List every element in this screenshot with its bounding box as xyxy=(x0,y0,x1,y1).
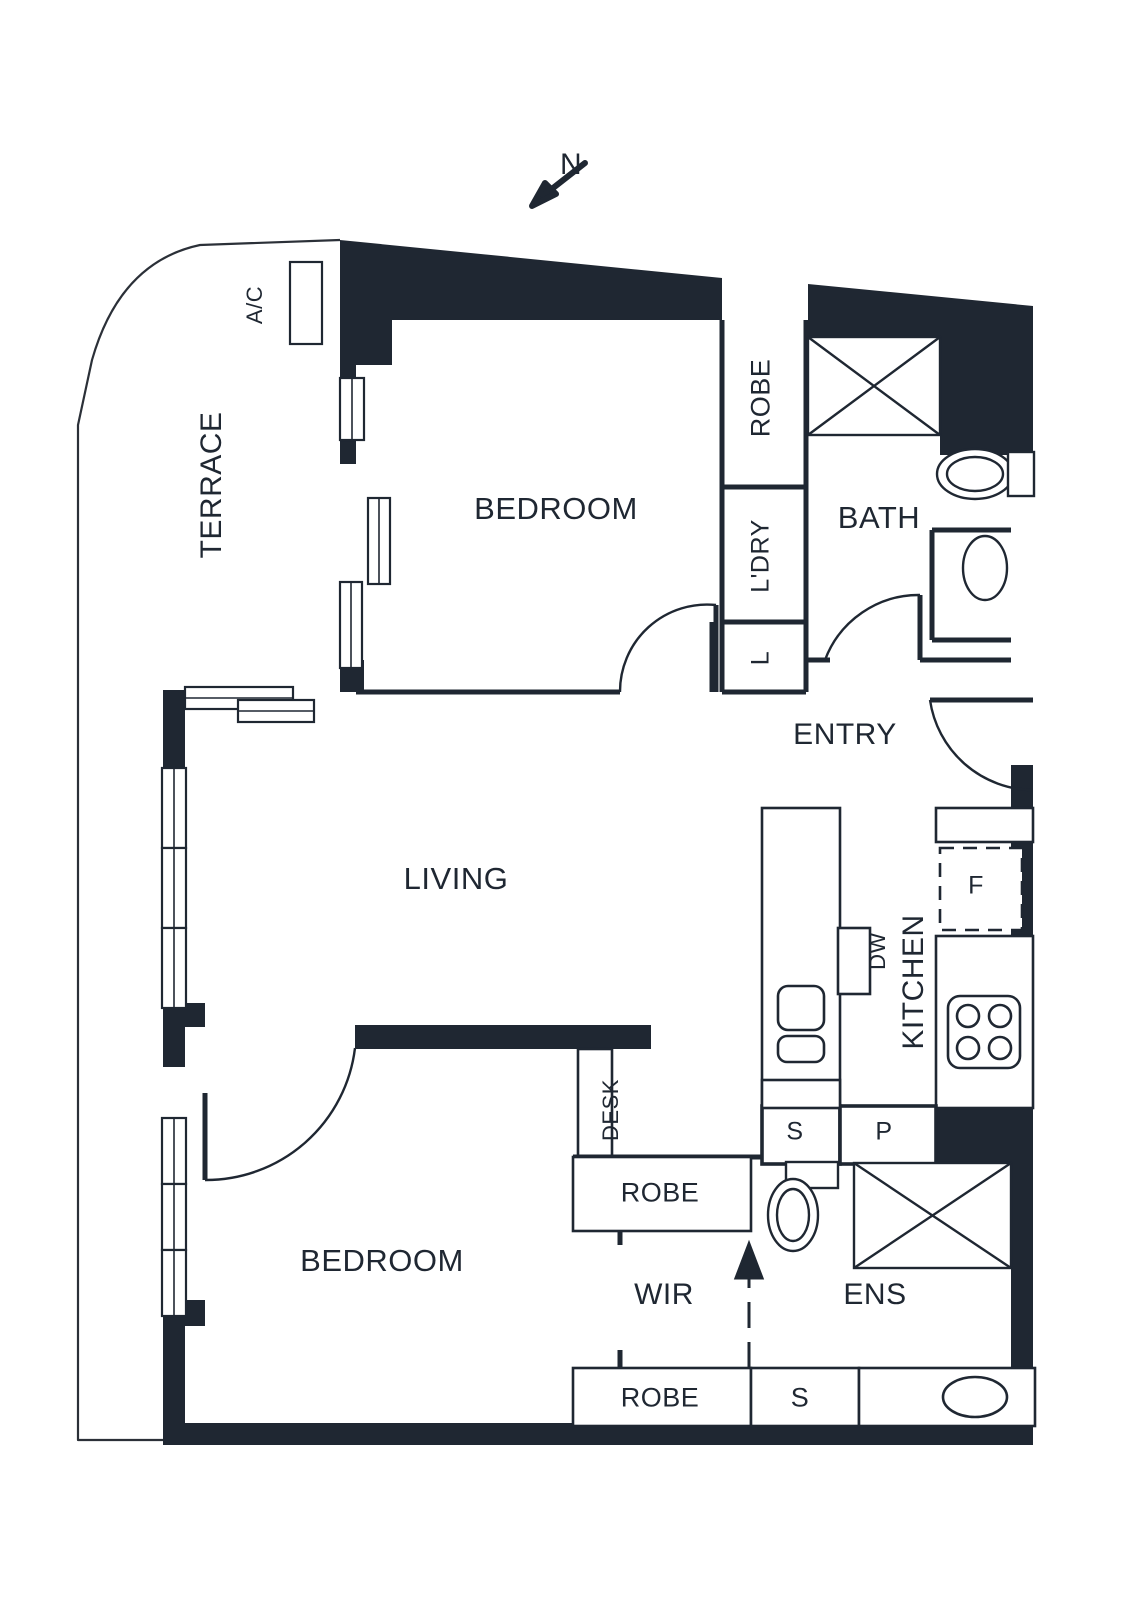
wall-stub-bed-b xyxy=(340,434,356,464)
room-label-bath: BATH xyxy=(837,500,921,535)
window-bedroom2-west xyxy=(160,1116,188,1318)
fixture-label-fridge: F xyxy=(968,871,984,900)
interior-partitions xyxy=(356,320,1011,695)
dishwasher-unit xyxy=(836,926,872,996)
window-bedroom-lower xyxy=(338,496,392,670)
room-label-wir: WIR xyxy=(634,1278,694,1311)
kitchen-back-bench xyxy=(934,806,1035,844)
cooktop-bench xyxy=(934,934,1035,1110)
fixture-label-desk: DESK xyxy=(598,1079,623,1141)
wall-top-right xyxy=(808,284,1033,455)
fixture-label-robe-lower: ROBE xyxy=(620,1382,700,1413)
basin-bath xyxy=(961,534,1009,602)
fridge-space xyxy=(938,846,1024,932)
wall-entry-stub xyxy=(1011,765,1033,789)
wir-access-arrow xyxy=(733,1239,765,1368)
window-living-west xyxy=(160,766,188,1010)
terrace-outline xyxy=(76,238,341,1442)
room-label-living: LIVING xyxy=(403,861,509,896)
north-label: N xyxy=(560,148,582,181)
toilet-bath xyxy=(935,447,1036,501)
room-label-ens: ENS xyxy=(843,1278,907,1311)
ac-unit-box xyxy=(288,260,324,346)
fixture-label-pantry: P xyxy=(875,1117,893,1146)
room-label-kitchen: KITCHEN xyxy=(897,914,930,1050)
north-arrow xyxy=(529,160,588,209)
room-label-bedroom-main: BEDROOM xyxy=(474,491,638,526)
wall-bottom xyxy=(163,1423,1033,1445)
fixture-label-sink-cabinet: S xyxy=(786,1117,804,1146)
toilet-ens xyxy=(766,1160,840,1253)
wall-living-bed2 xyxy=(355,1025,651,1049)
window-bedroom-upper xyxy=(338,376,366,442)
fixture-label-store-ens: S xyxy=(790,1382,810,1413)
wall-left-bottom xyxy=(163,1300,185,1445)
fixture-label-laundry: L'DRY xyxy=(746,519,775,593)
wall-kitchen-back xyxy=(936,1107,1033,1165)
fixture-label-linen: L xyxy=(746,650,775,666)
room-label-terrace: TERRACE xyxy=(195,411,228,559)
ens-upper-strip xyxy=(760,1078,842,1110)
sliding-door-living-north xyxy=(183,685,316,724)
robe-lower-shelf xyxy=(571,1366,1037,1428)
robe-upper-shelf xyxy=(571,1155,753,1233)
room-label-entry: ENTRY xyxy=(793,718,897,751)
fixture-label-ac: A/C xyxy=(242,285,267,325)
shower-ens xyxy=(852,1161,1013,1270)
wall-top-left xyxy=(340,240,722,365)
shower-bath xyxy=(806,335,942,437)
fixture-label-robe-upper: ROBE xyxy=(620,1177,700,1208)
wall-left-upper xyxy=(163,690,185,770)
kitchen-base-cabinets xyxy=(760,1104,938,1166)
fixture-label-dishwasher: DW xyxy=(865,932,890,970)
kitchen-island xyxy=(760,806,842,1110)
room-label-bedroom-two: BEDROOM xyxy=(300,1243,464,1278)
fixture-label-robe-main: ROBE xyxy=(745,358,776,438)
